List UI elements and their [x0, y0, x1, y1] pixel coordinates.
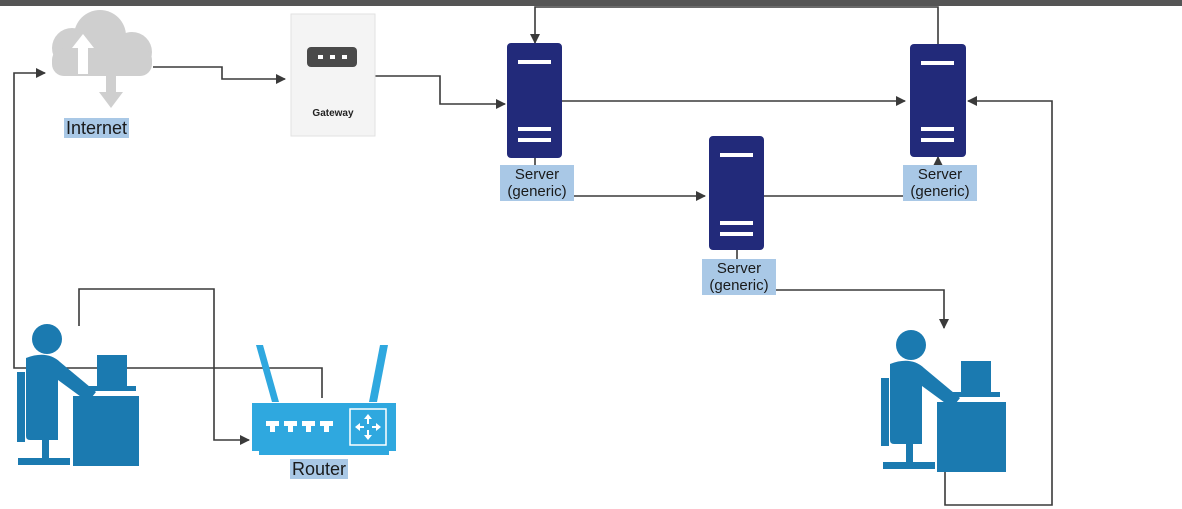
server-2-label-line1: Server [716, 260, 762, 277]
gateway-icon[interactable] [290, 13, 376, 137]
server-icon[interactable] [910, 44, 966, 157]
server-icon[interactable] [507, 43, 562, 158]
gateway-label: Gateway [312, 108, 354, 119]
connector-gateway-server1[interactable] [374, 75, 506, 109]
server-3-label-line2: (generic) [910, 183, 970, 200]
server-2-label: Server (generic) [702, 259, 776, 295]
server-3-label: Server (generic) [903, 165, 977, 201]
internet-label: Internet [64, 118, 130, 138]
connector-user-left-router[interactable] [78, 288, 250, 445]
server-1-label-line2: (generic) [507, 183, 567, 200]
server-3-label-line1: Server [917, 166, 963, 183]
router-label: Router [290, 459, 349, 479]
cloud-upload-download-icon[interactable] [52, 10, 152, 108]
server-2-label-line2: (generic) [709, 277, 769, 294]
server-1-label-line1: Server [514, 166, 560, 183]
server-1-label: Server (generic) [500, 165, 574, 201]
server-icon[interactable] [709, 136, 764, 250]
connector-router-internet[interactable] [13, 68, 323, 398]
person-at-computer-icon[interactable] [17, 324, 139, 466]
connector-internet-gateway[interactable] [153, 66, 286, 84]
connector-server3-server1[interactable] [530, 6, 939, 44]
top-border [0, 0, 1182, 6]
person-at-computer-icon[interactable] [881, 330, 1006, 472]
connector-user-right-server3[interactable] [944, 96, 1053, 506]
router-icon[interactable] [252, 345, 396, 455]
